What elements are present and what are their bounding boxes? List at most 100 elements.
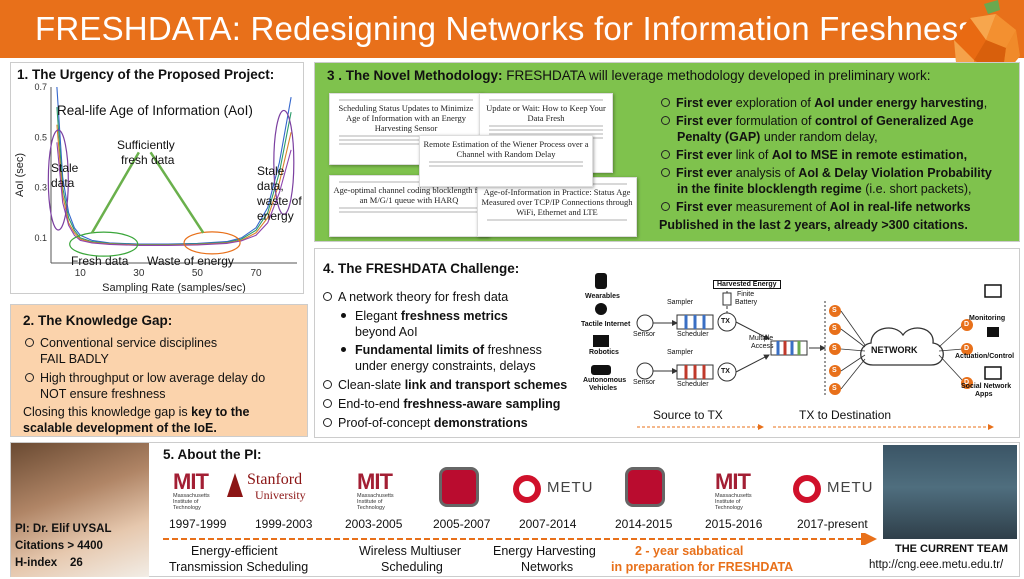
annotation-sufficiently: Sufficiently (117, 138, 175, 152)
label-s-3: S (832, 345, 837, 352)
annotation-stale-right-3: waste of (257, 194, 302, 208)
label-monitoring: Monitoring (969, 315, 1006, 322)
waste-ellipse (183, 231, 241, 255)
challenge-item-4: Proof-of-concept demonstrations (323, 415, 528, 431)
fresh-arrow-right (149, 151, 205, 234)
pi-photo (11, 443, 149, 577)
mit-logo: MIT Massachusetts Institute of Technolog… (173, 469, 210, 512)
urgency-panel: 1. The Urgency of the Proposed Project: … (10, 62, 304, 294)
method-bullet-5: First ever measurement of AoI in real-li… (661, 199, 971, 215)
metu-logo: METU (547, 479, 594, 496)
plot-title: Real-life Age of Information (AoI) (57, 103, 253, 118)
stanford-university: University (255, 488, 306, 502)
circle-bullet-icon (25, 373, 34, 382)
circle-bullet-icon (323, 380, 332, 389)
aoi-series-line (56, 142, 292, 246)
metu-logo-2: METU (827, 479, 874, 496)
year-4: 2005-2007 (433, 517, 491, 531)
label-source-to-tx: Source to TX (653, 408, 723, 422)
circle-bullet-icon (661, 150, 670, 159)
paper-wiener-process: Remote Estimation of the Wiener Process … (419, 135, 593, 187)
label-d-3: D (964, 379, 970, 386)
timeline-arrow (163, 533, 877, 545)
label-wearables: Wearables (585, 293, 620, 300)
dot-bullet-icon (341, 347, 346, 352)
label-scheduler-bottom: Scheduler (677, 381, 709, 388)
label-s-2: S (832, 325, 837, 332)
gap-closing-2: scalable development of the IoE. (23, 421, 217, 435)
method-bullet-4-cont: in the finite blocklength regime (i.e. s… (677, 182, 972, 196)
year-7: 2015-2016 (705, 517, 763, 531)
team-label: THE CURRENT TEAM (895, 543, 1009, 555)
autonomous-vehicle-icon (591, 365, 611, 375)
ohio-state-logo (439, 467, 479, 507)
label-apps: Apps (975, 391, 993, 398)
knowledge-gap-panel: 2. The Knowledge Gap: Conventional servi… (10, 304, 308, 437)
year-3: 2003-2005 (345, 517, 403, 531)
title-banner (0, 0, 1024, 58)
y-axis-label: AoI (sec) (14, 153, 26, 197)
challenge-sub-2: Fundamental limits of freshness (341, 342, 542, 358)
x-tick-label: 30 (133, 268, 145, 279)
multiple-access-queue (770, 340, 808, 356)
circle-bullet-icon (323, 292, 332, 301)
gap-closing: Closing this knowledge gap is key to the (23, 405, 250, 419)
x-tick-label: 10 (75, 268, 87, 279)
label-social-network: Social Network (961, 383, 1012, 390)
caption-3b: Networks (521, 560, 574, 574)
label-s-4: S (832, 367, 837, 374)
battery-icon (722, 292, 732, 306)
x-axis-label: Sampling Rate (samples/sec) (102, 282, 246, 293)
gap-item-2: High throughput or low average delay do (25, 370, 265, 386)
y-tick-label: 0.1 (34, 233, 47, 243)
label-robotics: Robotics (589, 349, 619, 356)
stanford-tree-icon (227, 473, 243, 497)
robotics-icon (593, 335, 609, 347)
x-tick-label: 70 (250, 268, 262, 279)
lab-url[interactable]: http://cng.eee.metu.edu.tr/ (869, 559, 1004, 571)
sensor-bottom-icon (636, 362, 654, 380)
method-bullet-4: First ever analysis of AoI & Delay Viola… (661, 165, 992, 181)
method-bullet-1: First ever exploration of AoI under ener… (661, 95, 987, 111)
caption-2b: Scheduling (381, 560, 443, 574)
paper-blocklength: Age-optimal channel coding blocklength f… (329, 175, 489, 237)
y-tick-label: 0.5 (34, 132, 47, 142)
year-1: 1997-1999 (169, 517, 227, 531)
tactile-internet-icon (595, 303, 607, 315)
social-network-icon (984, 366, 1002, 380)
label-tactile-internet: Tactile Internet (581, 321, 631, 328)
about-pi-heading: 5. About the PI: (163, 447, 262, 462)
year-8: 2017-present (797, 517, 868, 531)
year-6: 2014-2015 (615, 517, 673, 531)
pi-name: PI: Dr. Elif UYSAL (15, 523, 112, 535)
caption-4a: 2 - year sabbatical (635, 544, 744, 558)
annotation-stale-right-2: data, (257, 179, 284, 193)
label-s-5: S (832, 385, 837, 392)
pi-hindex: H-index 26 (15, 557, 83, 569)
y-tick-label: 0.7 (34, 83, 47, 92)
system-diagram (591, 273, 1002, 430)
challenge-sub-1: Elegant freshness metrics (341, 308, 508, 324)
label-tx-top: TX (721, 318, 730, 325)
label-sensor-bottom: Sensor (633, 379, 656, 386)
label-scheduler-top: Scheduler (677, 331, 709, 338)
challenge-item-1: A network theory for fresh data (323, 289, 508, 305)
year-5: 2007-2014 (519, 517, 577, 531)
aoi-series-line (56, 107, 292, 246)
stale-left-ellipse (47, 129, 69, 231)
annotation-fresh-bottom: Fresh data (71, 254, 129, 268)
circle-bullet-icon (661, 168, 670, 177)
stanford-logo: Stanford (247, 471, 303, 488)
label-autonomous: Autonomous (583, 377, 627, 384)
circle-bullet-icon (323, 399, 332, 408)
mit-logo-3: MIT Massachusetts Institute of Technolog… (715, 469, 752, 512)
actuation-control-icon (987, 327, 999, 337)
team-photo (883, 445, 1017, 539)
network-cloud-icon (860, 327, 944, 366)
method-bullet-2: First ever formulation of control of Gen… (661, 113, 974, 129)
circle-bullet-icon (661, 202, 670, 211)
challenge-item-3: End-to-end freshness-aware sampling (323, 396, 560, 412)
metu-logo-icon-2 (793, 475, 821, 503)
fresh-arrow-left (90, 151, 140, 234)
label-multiple: Multiple (749, 335, 774, 342)
